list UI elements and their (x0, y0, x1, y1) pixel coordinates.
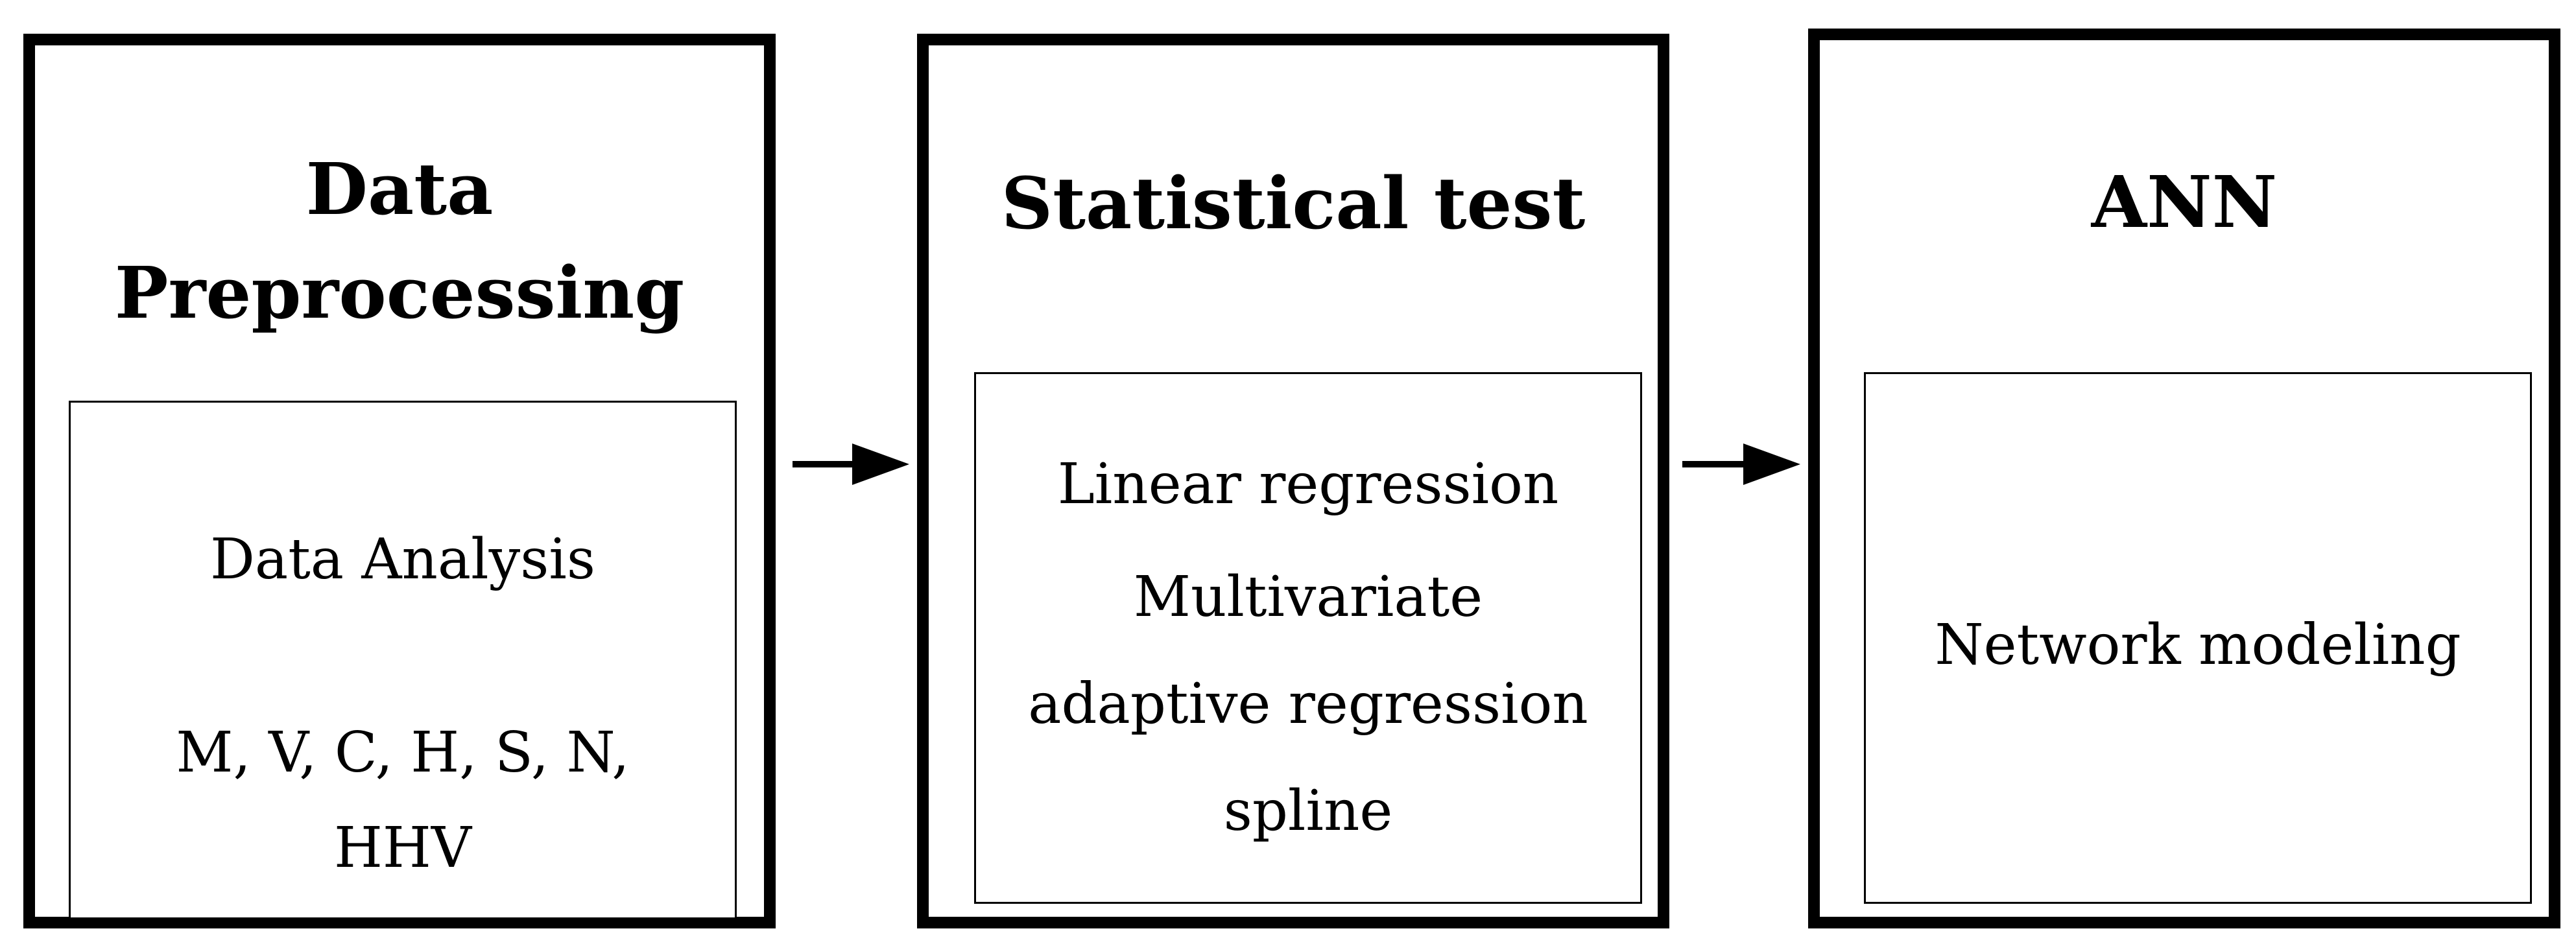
stage-title-data-preprocessing-line-2: Preprocessing (114, 251, 685, 335)
stage-box-statistical-test: Statistical test Linear regression Multi… (917, 34, 1669, 928)
stage-title-ann: ANN (2091, 160, 2278, 244)
stage-title-data-preprocessing-line-1: Data (305, 147, 494, 231)
stage-title-statistical-test: Statistical test (1001, 161, 1586, 245)
stage-content-box-ann: Network modeling (1864, 372, 2532, 904)
content-line-data-analysis: Data Analysis (209, 527, 596, 592)
stage-content-box-data-preprocessing: Data Analysis M, V, C, H, S, N, HHV (69, 401, 737, 919)
content-line-multivariate: Multivariate (1133, 565, 1483, 630)
content-line-network-modeling: Network modeling (1935, 613, 2461, 678)
content-line-linear-regression: Linear regression (1057, 452, 1559, 517)
arrow-statistical-test-to-ann (1682, 443, 1800, 485)
stage-box-ann: ANN Network modeling (1808, 29, 2560, 928)
content-line-hhv: HHV (333, 816, 472, 880)
arrow-preprocessing-to-statistical-test (793, 443, 909, 485)
content-line-variables: M, V, C, H, S, N, (176, 720, 630, 785)
content-line-adaptive-regression: adaptive regression (1028, 672, 1588, 737)
stage-box-data-preprocessing: Data Preprocessing Data Analysis M, V, C… (23, 34, 776, 928)
stage-content-box-statistical-test: Linear regression Multivariate adaptive … (974, 372, 1642, 904)
content-line-spline: spline (1223, 779, 1393, 844)
